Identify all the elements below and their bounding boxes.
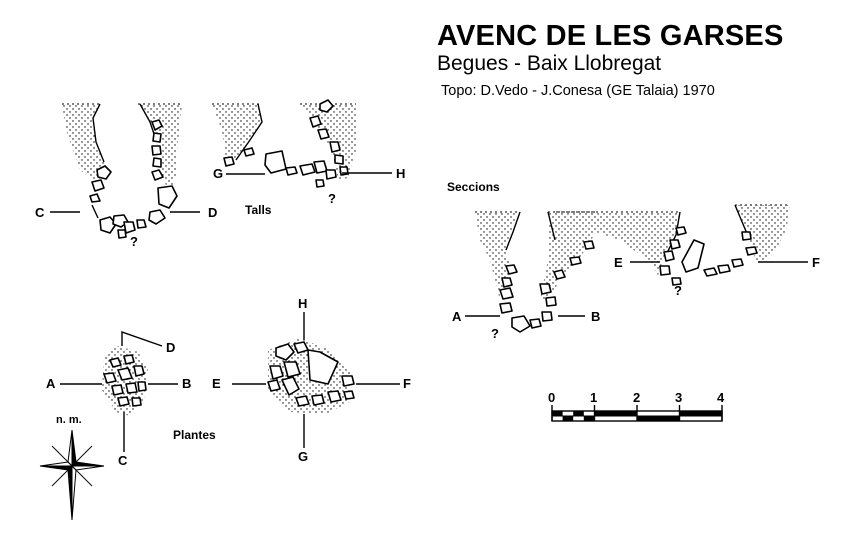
plantes-label: Plantes xyxy=(173,428,216,442)
marker-f-plan: F xyxy=(403,376,411,391)
marker-h-plan: H xyxy=(298,296,308,311)
marker-b-plan: B xyxy=(182,376,192,391)
marker-a-section: A xyxy=(452,309,462,324)
section-ab-drawing xyxy=(465,211,598,333)
section-cd-drawing xyxy=(50,103,200,239)
question-mark-ab: ? xyxy=(491,326,499,341)
plan-ab-cd-drawing xyxy=(60,331,178,452)
talls-label: Talls xyxy=(245,203,272,217)
north-label: n. m. xyxy=(56,414,82,426)
scale-tick-3: 3 xyxy=(675,390,683,405)
marker-h-section: H xyxy=(396,166,406,181)
scale-tick-2: 2 xyxy=(633,390,641,405)
section-gh-drawing xyxy=(212,99,392,188)
marker-d-section: D xyxy=(208,205,218,220)
scale-tick-4: 4 xyxy=(717,390,725,405)
marker-f-section: F xyxy=(812,255,820,270)
question-mark-gh: ? xyxy=(328,191,336,206)
marker-d-plan: D xyxy=(166,340,176,355)
marker-a-plan: A xyxy=(46,376,56,391)
marker-e-section: E xyxy=(614,255,623,270)
survey-title: AVENC DE LES GARSES xyxy=(437,20,784,52)
seccions-label: Seccions xyxy=(447,180,500,194)
marker-c-plan: C xyxy=(118,453,128,468)
question-mark-cd: ? xyxy=(130,234,138,249)
question-mark-ef: ? xyxy=(674,283,682,298)
section-ef-drawing xyxy=(556,204,808,286)
plan-ef-gh-drawing xyxy=(232,312,400,448)
marker-c-section: C xyxy=(35,205,45,220)
scale-tick-0: 0 xyxy=(548,390,556,405)
marker-g-plan: G xyxy=(298,449,309,464)
marker-e-plan: E xyxy=(212,376,221,391)
marker-g-section: G xyxy=(213,166,224,181)
survey-credits: Topo: D.Vedo - J.Conesa (GE Talaia) 1970 xyxy=(441,83,715,99)
scale-bar xyxy=(551,405,723,422)
scale-tick-1: 1 xyxy=(590,390,598,405)
north-arrow-icon xyxy=(39,429,105,521)
marker-b-section: B xyxy=(591,309,601,324)
survey-location: Begues - Baix Llobregat xyxy=(437,52,662,75)
